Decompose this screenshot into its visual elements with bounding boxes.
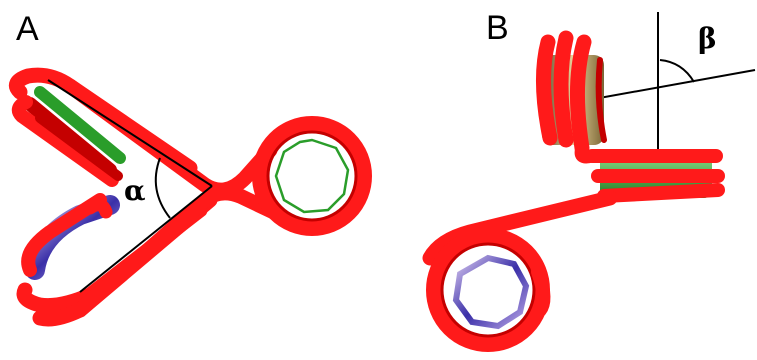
alpha-symbol: α: [124, 174, 146, 207]
panel-b-top-coil: [536, 30, 607, 156]
panel-a-label: A: [16, 10, 39, 48]
panel-a-angle-lines: [47, 79, 213, 293]
panel-b-label: B: [486, 9, 509, 47]
panel-b-middle-coil: [574, 141, 725, 203]
panel-a-connector-lower: [72, 185, 288, 318]
panel-a-ring: [252, 116, 372, 236]
beta-symbol: β: [698, 22, 717, 55]
panel-a-structure: α: [9, 67, 372, 327]
panel-a-upper-coil: [9, 67, 198, 187]
panel-b-structure: β: [422, 12, 756, 352]
panel-b-ring: [426, 228, 551, 352]
